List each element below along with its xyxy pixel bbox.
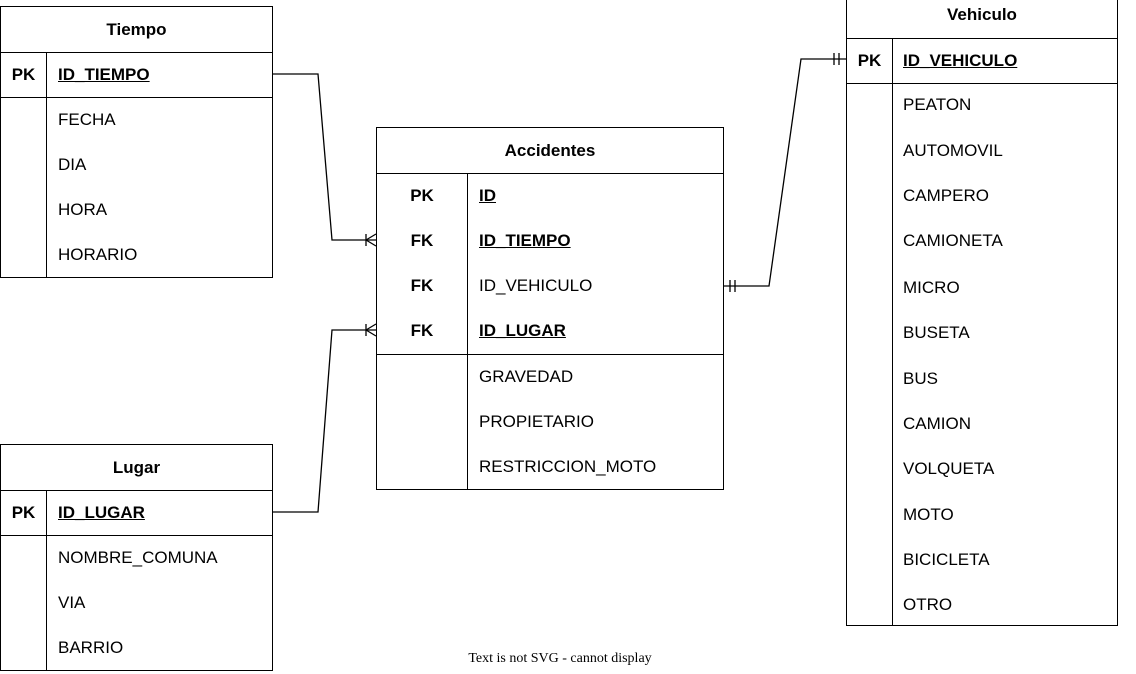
field-label: BICICLETA bbox=[903, 550, 990, 569]
one-mandatory-icon bbox=[833, 53, 840, 65]
field-label: VIA bbox=[58, 593, 86, 612]
field-label: NOMBRE_COMUNA bbox=[58, 548, 218, 567]
field-row: CAMPERO bbox=[847, 173, 1117, 218]
key-label: PK bbox=[11, 503, 36, 522]
field-row: DIA bbox=[1, 142, 272, 187]
column-divider bbox=[467, 173, 468, 489]
field-row: HORA bbox=[1, 187, 272, 232]
field-row: VOLQUETA bbox=[847, 446, 1117, 491]
entity-accidentes[interactable]: Accidentes PK ID FK ID_TIEMPO FK ID_VEHI… bbox=[376, 127, 724, 490]
field-label: CAMIONETA bbox=[903, 231, 1003, 250]
entity-title: Accidentes bbox=[377, 128, 723, 174]
key-row: FK ID_TIEMPO bbox=[377, 218, 723, 263]
relationship-tiempo-accidentes[interactable] bbox=[273, 73, 376, 241]
entity-title: Tiempo bbox=[1, 7, 272, 53]
crowfoot-icon bbox=[365, 233, 377, 247]
field-label: ID_VEHICULO bbox=[903, 51, 1018, 70]
key-row: FK ID_VEHICULO bbox=[377, 263, 723, 308]
entity-vehiculo[interactable]: Vehiculo PK ID_VEHICULO PEATON AUTOMOVIL… bbox=[846, 0, 1118, 626]
field-label: ID_TIEMPO bbox=[58, 65, 150, 84]
field-row: BUSETA bbox=[847, 310, 1117, 355]
section-divider bbox=[1, 97, 272, 98]
key-label: FK bbox=[410, 276, 434, 295]
entity-tiempo[interactable]: Tiempo PK ID_TIEMPO FECHA DIA HORA HORAR… bbox=[0, 6, 273, 278]
field-label: GRAVEDAD bbox=[479, 367, 574, 386]
field-label: ID_VEHICULO bbox=[479, 276, 593, 295]
field-row: AUTOMOVIL bbox=[847, 128, 1117, 173]
field-row: FECHA bbox=[1, 97, 272, 142]
field-row: PEATON bbox=[847, 82, 1117, 127]
field-row: CAMIONETA bbox=[847, 218, 1117, 263]
field-label: ID_TIEMPO bbox=[479, 231, 571, 250]
field-row: MICRO bbox=[847, 265, 1117, 310]
field-label: AUTOMOVIL bbox=[903, 141, 1003, 160]
entity-lugar[interactable]: Lugar PK ID_LUGAR NOMBRE_COMUNA VIA BARR… bbox=[0, 444, 273, 671]
field-label: BUS bbox=[903, 369, 938, 388]
field-label: OTRO bbox=[903, 595, 953, 614]
crowfoot-icon bbox=[365, 323, 377, 337]
column-divider bbox=[46, 490, 47, 670]
field-label: PEATON bbox=[903, 95, 972, 114]
column-divider bbox=[46, 52, 47, 277]
field-row: VIA bbox=[1, 580, 272, 625]
field-label: BUSETA bbox=[903, 323, 970, 342]
field-row: NOMBRE_COMUNA bbox=[1, 535, 272, 580]
key-label: PK bbox=[410, 186, 434, 205]
entity-title: Lugar bbox=[1, 445, 272, 491]
section-divider bbox=[847, 83, 1117, 84]
relationship-lugar-accidentes[interactable] bbox=[273, 329, 376, 513]
field-label: HORA bbox=[58, 200, 108, 219]
field-label: BARRIO bbox=[58, 638, 124, 657]
section-divider bbox=[1, 535, 272, 536]
field-label: MOTO bbox=[903, 505, 954, 524]
key-label: PK bbox=[11, 65, 36, 84]
field-label: FECHA bbox=[58, 110, 116, 129]
field-label: ID_LUGAR bbox=[58, 503, 145, 522]
entity-title: Vehiculo bbox=[847, 0, 1117, 39]
key-row: PK ID_VEHICULO bbox=[847, 38, 1117, 83]
field-row: MOTO bbox=[847, 492, 1117, 537]
field-row: BUS bbox=[847, 356, 1117, 401]
key-label: PK bbox=[857, 51, 882, 70]
relationship-accidentes-vehiculo[interactable] bbox=[724, 58, 846, 287]
field-label: ID bbox=[479, 186, 496, 205]
key-row: PK ID bbox=[377, 173, 723, 218]
caption-text: Text is not SVG - cannot display bbox=[468, 651, 652, 666]
field-row: PROPIETARIO bbox=[377, 399, 723, 444]
field-row: BICICLETA bbox=[847, 537, 1117, 582]
key-row: FK ID_LUGAR bbox=[377, 308, 723, 353]
key-label: FK bbox=[410, 321, 434, 340]
field-row: HORARIO bbox=[1, 232, 272, 277]
column-divider bbox=[892, 38, 893, 625]
field-row: CAMION bbox=[847, 401, 1117, 446]
field-label: CAMPERO bbox=[903, 186, 989, 205]
field-label: HORARIO bbox=[58, 245, 138, 264]
field-row: OTRO bbox=[847, 582, 1117, 627]
field-label: MICRO bbox=[903, 278, 960, 297]
field-row: BARRIO bbox=[1, 625, 272, 670]
key-label: FK bbox=[410, 231, 434, 250]
field-row: GRAVEDAD bbox=[377, 354, 723, 399]
field-label: PROPIETARIO bbox=[479, 412, 594, 431]
field-label: CAMION bbox=[903, 414, 971, 433]
key-row: PK ID_TIEMPO bbox=[1, 52, 272, 97]
section-divider bbox=[377, 354, 723, 355]
field-label: VOLQUETA bbox=[903, 459, 995, 478]
one-mandatory-icon bbox=[729, 280, 736, 292]
field-row: RESTRICCION_MOTO bbox=[377, 444, 723, 489]
field-label: RESTRICCION_MOTO bbox=[479, 457, 657, 476]
field-label: ID_LUGAR bbox=[479, 321, 566, 340]
key-row: PK ID_LUGAR bbox=[1, 490, 272, 535]
field-label: DIA bbox=[58, 155, 87, 174]
